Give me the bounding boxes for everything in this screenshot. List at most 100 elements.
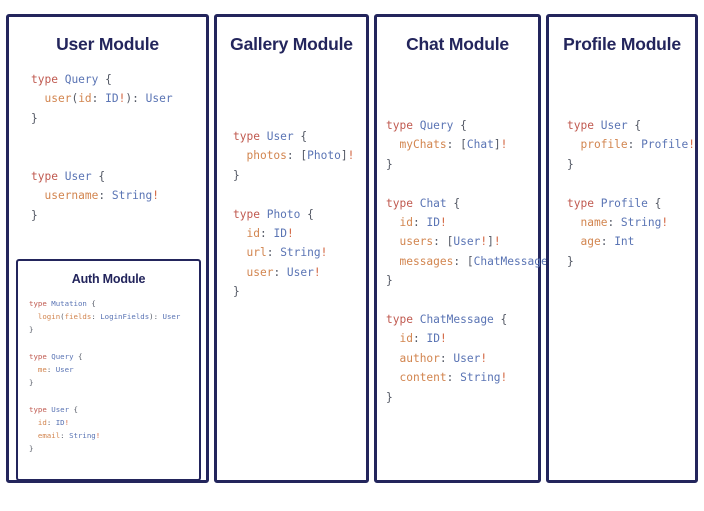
code-token-kw: type [386, 313, 413, 327]
code-token-bang: ! [152, 189, 160, 203]
code-token-punc: { [446, 196, 461, 210]
code-line: } [386, 271, 538, 290]
code-token-punc [58, 170, 65, 183]
code-token-punc: } [29, 325, 34, 335]
code-line: myChats: [Chat]! [386, 135, 538, 154]
code-token-punc: { [69, 404, 78, 414]
code-block-auth-module: type Mutation { login(fields: LoginField… [29, 297, 199, 455]
code-token-bang: ! [439, 332, 447, 346]
code-token-type: ID [105, 92, 119, 106]
code-line: me: User [29, 363, 199, 376]
code-line: id: ID! [233, 224, 366, 243]
code-token-punc: { [453, 119, 467, 132]
code-token-type: Query [419, 119, 454, 132]
code-line [31, 148, 206, 167]
card-title-auth-module: Auth Module [71, 272, 146, 286]
code-line [29, 389, 199, 402]
code-token-type: User [600, 119, 628, 132]
code-token-punc [260, 208, 267, 221]
card-title-gallery-module: Gallery Module [230, 34, 353, 54]
code-token-punc [413, 119, 420, 132]
code-line [29, 337, 199, 350]
code-token-type: User [51, 404, 70, 414]
code-token-type: LoginFields [100, 312, 150, 322]
code-line: type Photo { [233, 205, 366, 224]
code-token-punc: { [73, 351, 83, 361]
code-line: id: ID! [386, 329, 538, 348]
code-token-punc: } [567, 157, 574, 171]
code-token-kw: type [233, 207, 260, 221]
code-token-kw: type [386, 119, 413, 132]
card-chat-module[interactable]: Chat Module type Query { myChats: [Chat]… [374, 14, 561, 483]
code-token-bang: ! [347, 149, 355, 163]
code-token-type: ID [273, 227, 287, 241]
code-line: user: User! [233, 263, 366, 282]
code-token-bang: ! [500, 371, 508, 385]
code-token-bang: ! [118, 92, 126, 106]
code-token-field: myChats [399, 138, 447, 152]
code-line: } [29, 323, 199, 336]
card-gallery-module[interactable]: Gallery Module type User { photos: [Phot… [214, 14, 369, 483]
code-token-type: Int [614, 235, 635, 249]
code-token-punc [29, 418, 38, 427]
card-title-chat-module: Chat Module [406, 34, 509, 54]
code-line: type User { [29, 403, 199, 416]
code-line: type Query { [386, 116, 538, 135]
card-auth-module[interactable]: Auth Module type Mutation { login(fields… [16, 259, 201, 481]
code-line: users: [User!]! [386, 232, 538, 251]
code-token-punc [567, 235, 580, 248]
card-profile-module[interactable]: Profile Module type User { profile: Prof… [546, 14, 698, 483]
code-token-bang: ! [480, 351, 488, 365]
card-user-module[interactable]: User Module type Query { user(id: ID!): … [6, 14, 209, 483]
code-token-punc: ( [71, 92, 79, 106]
code-token-punc: : [607, 216, 621, 230]
code-token-punc: : [ [433, 235, 454, 249]
code-token-type: Query [64, 73, 99, 86]
code-line: } [29, 442, 199, 455]
code-token-field: id [37, 417, 47, 427]
code-token-field: content [399, 371, 447, 385]
code-token-kw: type [29, 351, 47, 361]
code-token-field: users [399, 235, 434, 249]
code-token-field: age [580, 235, 601, 249]
code-token-punc: { [293, 130, 308, 143]
code-token-punc [29, 365, 38, 374]
code-line: type User { [567, 116, 695, 135]
code-token-punc: } [233, 168, 240, 182]
code-token-type: String [620, 216, 662, 230]
code-token-punc: { [98, 73, 112, 86]
code-line: } [567, 155, 695, 174]
code-token-punc [386, 138, 399, 151]
code-token-type: Chat [466, 138, 494, 152]
code-line: photos: [Photo]! [233, 146, 366, 165]
code-token-punc: : [266, 246, 281, 260]
code-token-type: ID [426, 332, 440, 346]
code-token-bang: ! [313, 265, 321, 279]
code-token-punc [594, 119, 601, 132]
code-token-field: id [399, 332, 413, 346]
code-token-punc [31, 189, 44, 202]
code-token-punc [567, 216, 580, 229]
code-line: name: String! [567, 213, 695, 232]
code-token-punc: : [ [446, 138, 467, 152]
code-block-chat-module: type Query { myChats: [Chat]!} type Chat… [386, 116, 561, 407]
code-line: url: String! [233, 243, 366, 262]
code-token-bang: ! [493, 235, 501, 249]
code-token-field: user [246, 265, 274, 279]
code-token-field: fields [64, 312, 92, 322]
code-token-punc: : [600, 235, 615, 249]
code-token-field: me [37, 365, 47, 375]
code-token-field: id [78, 92, 92, 106]
code-line: profile: Profile! [567, 135, 695, 154]
code-token-type: Chat [419, 196, 447, 210]
code-line: type Chat { [386, 194, 538, 213]
card-title-user-module: User Module [56, 34, 159, 54]
code-token-kw: type [386, 196, 413, 210]
code-line [31, 128, 206, 147]
code-token-type: String [280, 246, 321, 260]
code-token-type: User [162, 312, 181, 322]
code-token-bang: ! [688, 138, 696, 152]
code-token-punc: ] [340, 149, 348, 163]
code-token-kw: type [31, 170, 58, 184]
